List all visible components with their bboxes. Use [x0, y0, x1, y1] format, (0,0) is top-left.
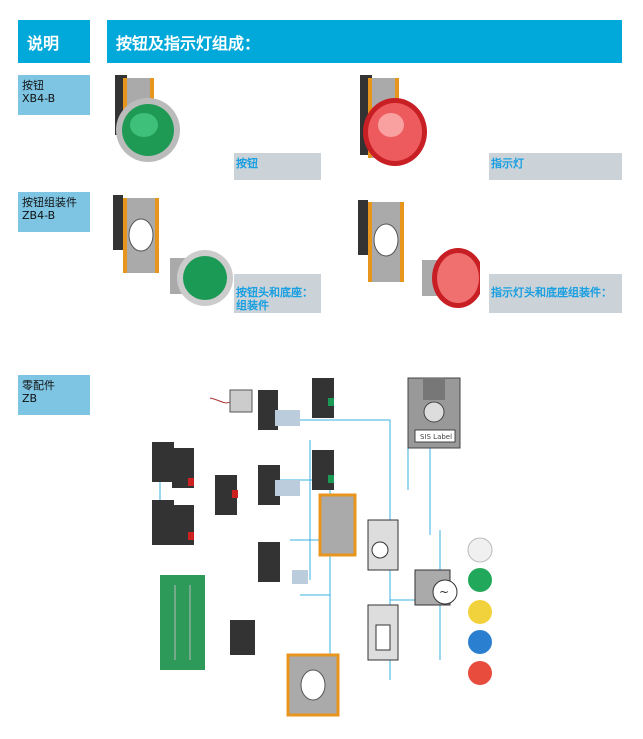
label-line: 零配件: [22, 379, 55, 392]
page-title: 按钮及指示灯组成：: [107, 20, 622, 63]
section-label-pushbutton: 按钮 XB4-B: [18, 75, 90, 115]
caption-pilot-light: 指示灯: [489, 153, 622, 180]
label-line: 按钮组装件: [22, 196, 77, 209]
svg-text:~: ~: [439, 585, 449, 599]
pilot-assembly-image: [358, 200, 480, 308]
caption-pushbutton-head-base: 按钮头和底座：组装件: [234, 274, 321, 313]
section-label-assembly: 按钮组装件 ZB4-B: [18, 192, 90, 232]
sis-label-tag: SIS Label: [420, 433, 452, 441]
section-label-parts: 零配件 ZB: [18, 375, 90, 415]
parts-diagram: ~ SIS Label: [152, 377, 493, 717]
label-code: ZB: [22, 392, 38, 405]
caption-pilot-head-base: 指示灯头和底座组装件：: [489, 274, 622, 313]
label-line: 按钮: [22, 79, 44, 92]
label-code: XB4-B: [22, 92, 56, 105]
pilot-light-image: [360, 75, 427, 166]
pushbutton-image: [115, 75, 180, 162]
label-code: ZB4-B: [22, 209, 56, 222]
header-left-title: 说明: [18, 20, 90, 63]
caption-pushbutton: 按钮: [234, 153, 321, 180]
pushbutton-assembly-image: [113, 195, 233, 306]
